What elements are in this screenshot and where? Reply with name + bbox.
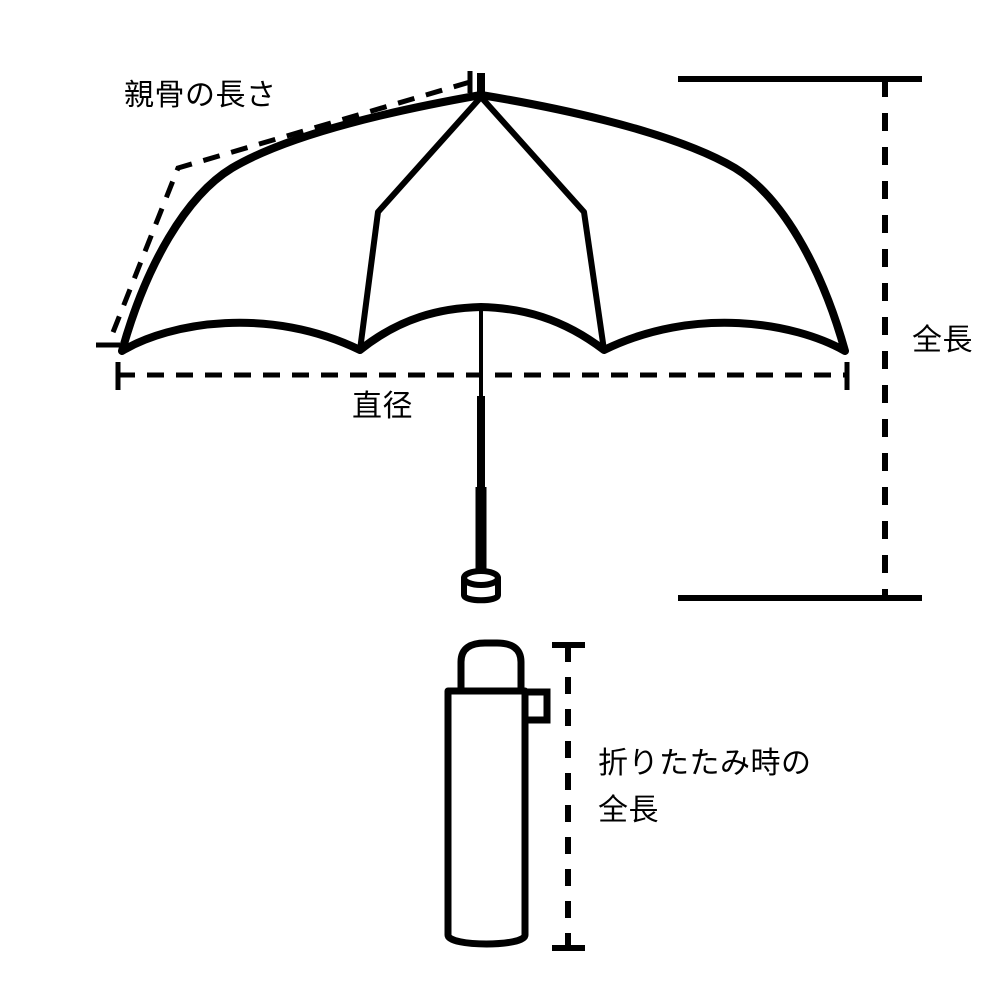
label-folded-total-length: 折りたたみ時の全長 <box>598 740 812 835</box>
open-umbrella <box>118 73 849 604</box>
rib-length-dimension <box>96 71 473 348</box>
folded-fastening-tab <box>521 688 551 724</box>
diameter-dimension <box>115 362 850 390</box>
canopy <box>118 91 849 355</box>
label-diameter: 直径 <box>352 389 413 424</box>
folded-body <box>444 687 529 948</box>
label-total-length: 全長 <box>912 323 973 358</box>
label-folded-total-length-line1: 折りたたみ時の <box>598 746 812 781</box>
folded-handle-loop <box>457 639 525 692</box>
canopy-rib-left <box>357 94 484 353</box>
handle-top-rim <box>461 568 501 588</box>
folded-umbrella <box>444 639 551 948</box>
folded-length-dimension <box>552 642 585 951</box>
total-length-dimension <box>678 76 922 601</box>
label-folded-total-length-line2: 全長 <box>598 793 659 829</box>
rib-length-dashed-line <box>105 79 471 346</box>
canopy-rib-right <box>478 94 607 353</box>
label-rib-length: 親骨の長さ <box>124 78 277 113</box>
